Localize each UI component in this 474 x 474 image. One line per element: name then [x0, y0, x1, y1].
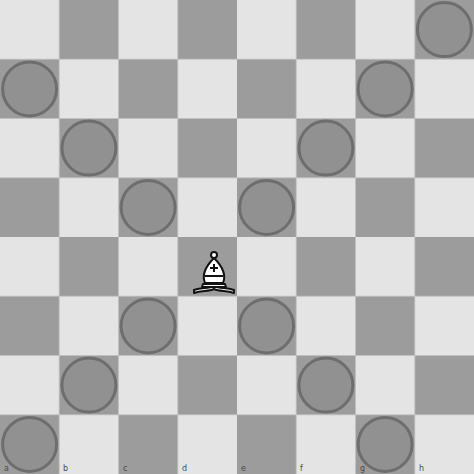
file-coordinate: f	[300, 464, 303, 473]
file-coordinate: a	[4, 464, 9, 473]
white-bishop	[194, 252, 234, 293]
file-coordinate: h	[419, 464, 424, 473]
file-coordinate: c	[123, 464, 127, 473]
file-coordinate: d	[182, 464, 187, 473]
move-markers	[3, 3, 472, 472]
file-coordinate: e	[241, 464, 246, 473]
file-coordinate: g	[360, 464, 365, 473]
file-coordinate: b	[63, 464, 68, 473]
